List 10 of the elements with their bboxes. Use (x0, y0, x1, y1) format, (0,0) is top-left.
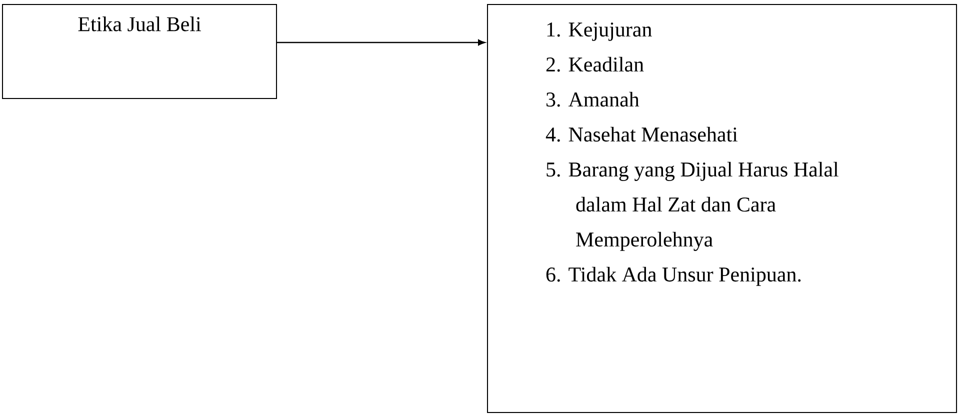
box-label: Etika Jual Beli (78, 16, 201, 32)
text-box (2, 4, 277, 99)
list-item: 2. Keadilan (546, 56, 644, 72)
list-item: 5. Barang yang Dijual Harus Halal dalam Hal Zat dan Cara Memperolehnya (546, 162, 838, 251)
arrow (277, 40, 486, 46)
list-item: 6. Tidak Ada Unsur Penipuan. (546, 266, 801, 286)
list-item: 3. Amanah (546, 92, 640, 107)
list-item: 1. Kejujuran (547, 22, 652, 41)
list-box (487, 4, 958, 413)
list-item: 4. Nasehat Menasehati (546, 126, 738, 142)
